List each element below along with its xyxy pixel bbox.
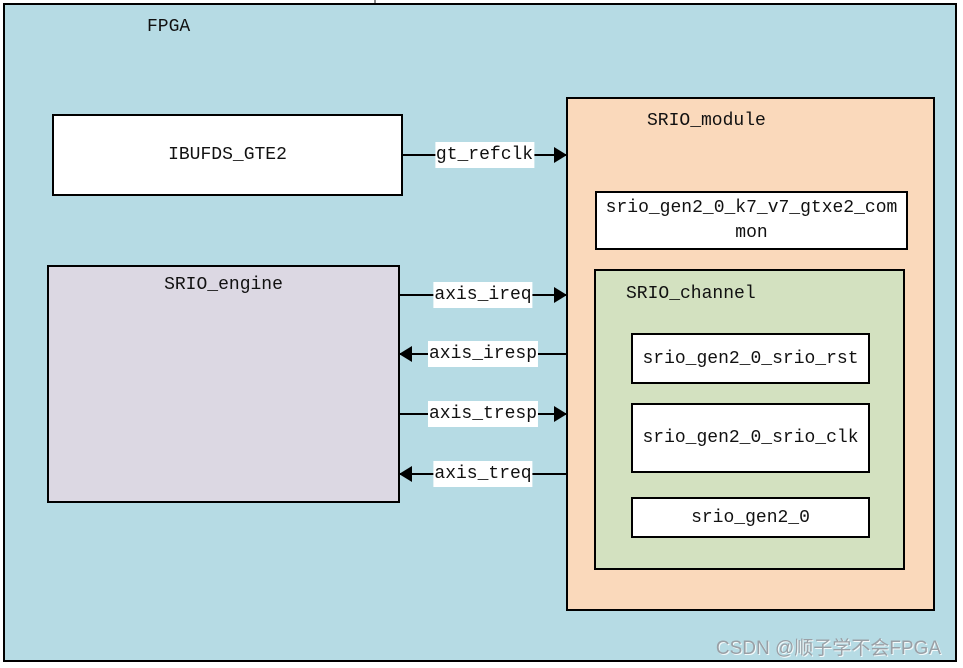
connection-axis-ireq: axis_ireq xyxy=(400,282,567,308)
block-ibufds-gte2: IBUFDS_GTE2 xyxy=(52,114,403,196)
ibufds-gte2-label: IBUFDS_GTE2 xyxy=(168,145,287,165)
block-srio-rst: srio_gen2_0_srio_rst xyxy=(631,333,870,384)
srio-channel-label: SRIO_channel xyxy=(626,284,756,304)
block-srio-engine: SRIO_engine xyxy=(47,265,400,503)
connection-label: axis_ireq xyxy=(433,282,533,308)
block-srio-clk: srio_gen2_0_srio_clk xyxy=(631,403,870,473)
arrowhead-left-icon xyxy=(399,466,412,482)
arrowhead-right-icon xyxy=(554,147,567,163)
connection-axis-iresp: axis_iresp xyxy=(399,341,566,367)
srio-module-label: SRIO_module xyxy=(647,111,766,131)
connection-label: axis_treq xyxy=(433,461,533,487)
arrowhead-left-icon xyxy=(399,346,412,362)
connection-label: gt_refclk xyxy=(434,142,535,168)
block-srio-gen2-0: srio_gen2_0 xyxy=(631,497,870,538)
srio-engine-label: SRIO_engine xyxy=(164,275,283,295)
srio-clk-label: srio_gen2_0_srio_clk xyxy=(642,428,859,448)
srio-gen2-0-label: srio_gen2_0 xyxy=(691,507,810,528)
connection-label: axis_iresp xyxy=(427,341,539,367)
connection-axis-treq: axis_treq xyxy=(399,461,566,487)
block-srio-channel: SRIO_channel srio_gen2_0_srio_rst srio_g… xyxy=(594,269,905,570)
gtxe2-common-label: srio_gen2_0_k7_v7_gtxe2_common xyxy=(605,197,898,243)
block-srio-module: SRIO_module srio_gen2_0_k7_v7_gtxe2_comm… xyxy=(566,97,935,611)
connection-gt-refclk: gt_refclk xyxy=(403,142,567,168)
connection-label: axis_tresp xyxy=(427,401,539,427)
srio-rst-label: srio_gen2_0_srio_rst xyxy=(642,348,859,369)
watermark: CSDN @顺子学不会FPGA xyxy=(715,638,941,659)
block-gtxe2-common: srio_gen2_0_k7_v7_gtxe2_common xyxy=(595,191,908,250)
fpga-label: FPGA xyxy=(147,17,191,37)
fpga-container: FPGA IBUFDS_GTE2 SRIO_engine SRIO_module… xyxy=(3,3,957,662)
connection-axis-tresp: axis_tresp xyxy=(400,401,567,427)
arrowhead-right-icon xyxy=(554,406,567,422)
arrowhead-right-icon xyxy=(554,287,567,303)
